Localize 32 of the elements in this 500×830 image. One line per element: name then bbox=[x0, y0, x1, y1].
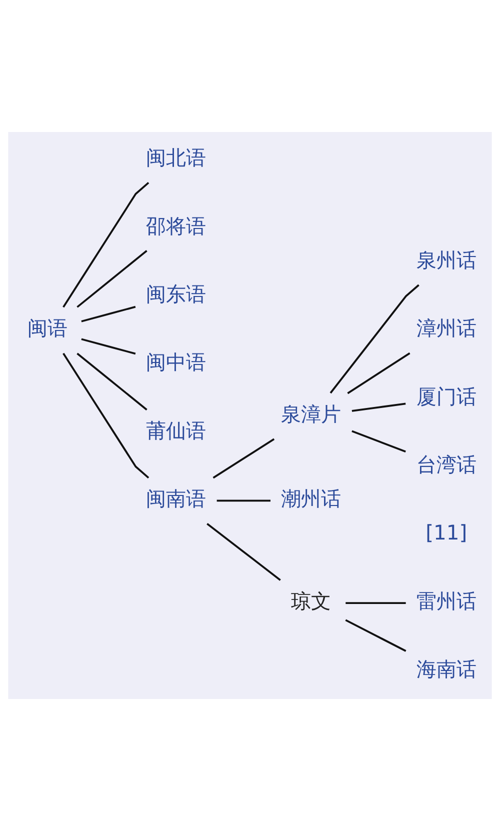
connector bbox=[347, 352, 410, 394]
connector bbox=[81, 305, 136, 322]
connector bbox=[330, 284, 420, 394]
connector bbox=[62, 182, 150, 308]
node-text: 闽北语 bbox=[146, 145, 206, 170]
node-text: 琼文 bbox=[291, 588, 332, 612]
connector bbox=[76, 250, 148, 308]
connector bbox=[212, 438, 275, 478]
connector bbox=[206, 522, 281, 580]
node-text: 漳州话 bbox=[416, 316, 476, 340]
node-text: 闽东语 bbox=[146, 281, 206, 306]
node-text: 闽南语 bbox=[146, 486, 206, 510]
node-text: 邵将语 bbox=[146, 213, 206, 238]
connector bbox=[352, 430, 406, 452]
node-text: 闽中语 bbox=[146, 350, 206, 374]
node-text: 台湾话 bbox=[416, 452, 476, 476]
node-text: 泉州话 bbox=[416, 247, 476, 272]
label: [11] bbox=[426, 520, 468, 544]
connector bbox=[62, 352, 150, 478]
node-text: 海南话 bbox=[416, 656, 476, 681]
node-text: 莆仙语 bbox=[146, 418, 206, 442]
node-text: 闽语 bbox=[27, 316, 68, 340]
connector bbox=[76, 352, 148, 410]
connector bbox=[81, 338, 136, 354]
node-text: 厦门话 bbox=[416, 384, 476, 408]
node-text: 潮州话 bbox=[281, 486, 342, 510]
connector bbox=[346, 602, 406, 604]
node-text: 雷州话 bbox=[416, 588, 476, 612]
node-text: 泉漳片 bbox=[281, 401, 342, 426]
connector bbox=[352, 402, 406, 412]
connector bbox=[216, 499, 270, 502]
connector bbox=[345, 618, 406, 652]
